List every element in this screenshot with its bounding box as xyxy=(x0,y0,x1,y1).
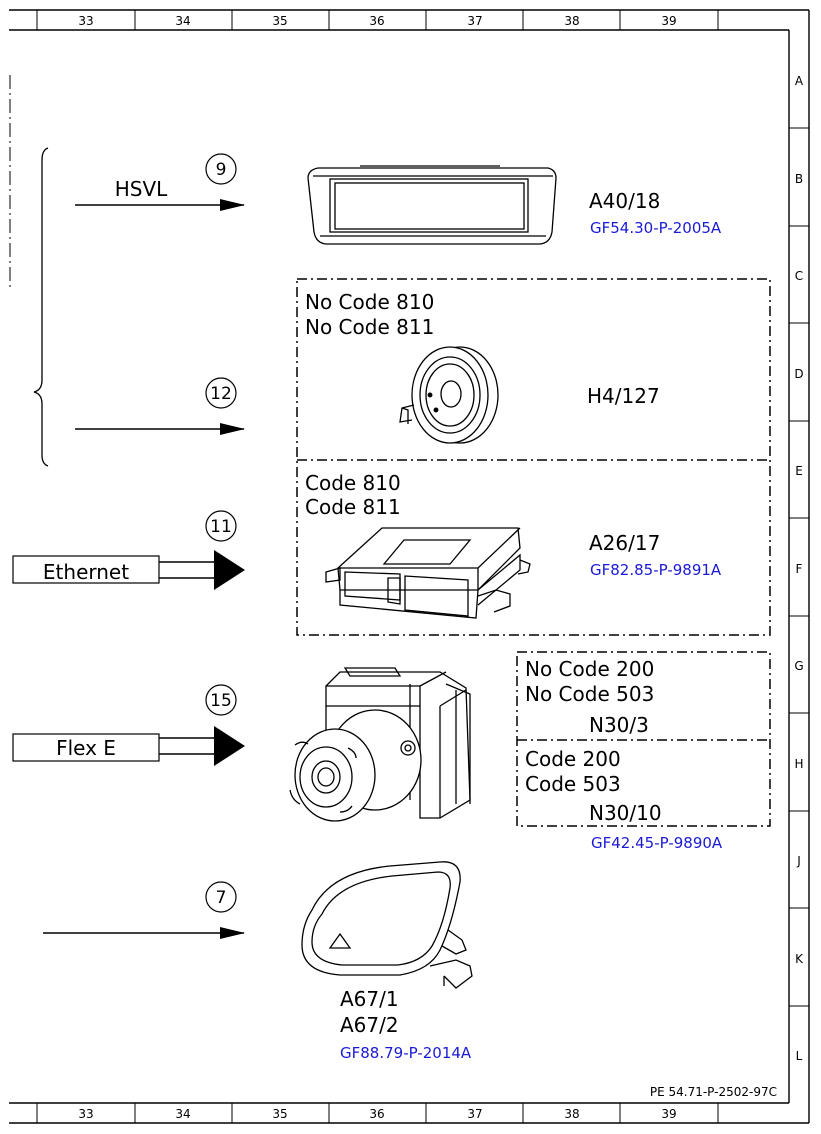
connection-7: 7 xyxy=(43,881,245,939)
esp-variant-a-id: N30/3 xyxy=(589,713,649,737)
speaker-condition-1: No Code 810 xyxy=(305,290,434,314)
control-unit-id: A26/17 xyxy=(589,531,660,555)
bus-label-box xyxy=(12,733,160,762)
connection-number: 9 xyxy=(216,160,227,180)
mirror-id-left: A67/1 xyxy=(340,987,399,1011)
signal-label-hsvl: HSVL xyxy=(115,177,168,201)
row-e: E xyxy=(795,464,803,478)
col-34: 34 xyxy=(175,1107,190,1121)
row-d: D xyxy=(794,367,803,381)
col-36: 36 xyxy=(369,14,384,28)
column-labels-top: 33 34 35 36 37 38 39 xyxy=(78,14,676,28)
row-a: A xyxy=(795,74,804,88)
column-labels-bottom: 33 34 35 36 37 38 39 xyxy=(78,1107,676,1121)
connection-number-circle xyxy=(205,377,237,409)
group-brace xyxy=(33,147,49,467)
col-38: 38 xyxy=(564,14,579,28)
row-dividers xyxy=(789,127,809,1007)
row-f: F xyxy=(796,562,803,576)
row-c: C xyxy=(795,269,803,283)
drawing-reference: PE 54.71-P-2502-97C xyxy=(650,1085,777,1099)
esp-variant-box xyxy=(516,651,771,827)
col-33: 33 xyxy=(78,1107,93,1121)
connection-number: 15 xyxy=(210,691,232,711)
col-39: 39 xyxy=(661,1107,676,1121)
optional-equipment-box xyxy=(296,278,771,636)
control-unit-component xyxy=(325,527,531,619)
mirror-id-right: A67/2 xyxy=(340,1013,399,1037)
row-l: L xyxy=(796,1049,803,1063)
connection-number: 7 xyxy=(216,888,227,908)
display-component xyxy=(307,165,557,245)
col-34: 34 xyxy=(175,14,190,28)
col-37: 37 xyxy=(467,1107,482,1121)
connection-number-circle xyxy=(205,684,237,716)
col-33: 33 xyxy=(78,14,93,28)
connection-number-circle xyxy=(205,881,237,913)
esp-variant-b-id: N30/10 xyxy=(589,801,662,825)
row-h: H xyxy=(794,757,803,771)
display-doc-link[interactable]: GF54.30-P-2005A xyxy=(590,219,722,237)
control-unit-condition-1: Code 810 xyxy=(305,471,401,495)
connection-12: 12 xyxy=(75,377,245,435)
col-35: 35 xyxy=(272,1107,287,1121)
column-dividers xyxy=(36,10,719,1123)
col-37: 37 xyxy=(467,14,482,28)
bus-label-ethernet: Ethernet xyxy=(43,560,129,584)
connection-15: 15 Flex E xyxy=(12,684,245,766)
connection-9: 9 HSVL xyxy=(75,153,245,211)
speaker-condition-2: No Code 811 xyxy=(305,315,434,339)
connection-number: 11 xyxy=(210,517,232,537)
mirror-doc-link[interactable]: GF88.79-P-2014A xyxy=(340,1044,472,1062)
row-g: G xyxy=(794,659,803,673)
sheet-frame xyxy=(9,9,810,1124)
row-b: B xyxy=(795,172,803,186)
esp-variant-a-condition-2: No Code 503 xyxy=(525,682,654,706)
bus-label-flex-e: Flex E xyxy=(56,736,116,760)
row-k: K xyxy=(795,952,804,966)
row-labels: A B C D E F G H J K L xyxy=(794,74,804,1063)
speaker-component xyxy=(399,346,499,444)
control-unit-doc-link[interactable]: GF82.85-P-9891A xyxy=(590,561,722,579)
row-j: J xyxy=(796,854,801,868)
esp-doc-link[interactable]: GF42.45-P-9890A xyxy=(591,834,723,852)
col-36: 36 xyxy=(369,1107,384,1121)
display-id: A40/18 xyxy=(589,189,660,213)
bus-arrow-head xyxy=(214,550,245,590)
speaker-id: H4/127 xyxy=(587,384,660,408)
esp-variant-b-condition-2: Code 503 xyxy=(525,772,621,796)
bus-arrow-head xyxy=(214,726,245,766)
col-38: 38 xyxy=(564,1107,579,1121)
col-39: 39 xyxy=(661,14,676,28)
connection-number: 12 xyxy=(210,384,232,404)
connection-11: 11 Ethernet xyxy=(12,510,245,590)
mirror-component xyxy=(301,861,473,989)
col-35: 35 xyxy=(272,14,287,28)
esp-variant-a-condition-1: No Code 200 xyxy=(525,657,654,681)
esp-unit-component xyxy=(289,667,471,822)
esp-variant-b-condition-1: Code 200 xyxy=(525,747,621,771)
connection-number-circle xyxy=(205,510,237,542)
connection-number-circle xyxy=(205,153,237,185)
control-unit-condition-2: Code 811 xyxy=(305,495,401,519)
bus-label-box xyxy=(12,555,160,584)
